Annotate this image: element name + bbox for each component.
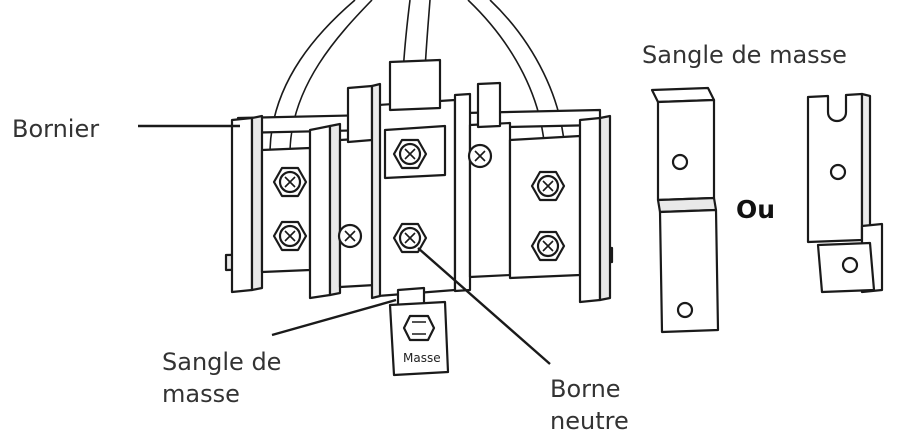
ground-strap-option-b (806, 92, 884, 294)
terminal-block (224, 58, 614, 304)
ground-strap-installed: Masse (388, 286, 450, 377)
or-label: Ou (736, 195, 775, 224)
neutral-terminal-label-line2: neutre (550, 407, 629, 435)
leader-lines (138, 124, 551, 365)
ground-strap-label-line1: Sangle de (162, 348, 281, 376)
screw-right-top (530, 170, 566, 202)
ground-tag-label: Masse (403, 351, 441, 365)
screw-left-center (337, 223, 363, 249)
neutral-terminal-label-line1: Borne (550, 375, 621, 403)
leader-neutral-terminal (417, 247, 551, 365)
screw-right-center (467, 143, 493, 169)
screws (272, 138, 566, 262)
screw-left-top (272, 166, 308, 198)
terminal-block-label: Bornier (12, 115, 99, 143)
ground-strap-title: Sangle de masse (642, 41, 847, 69)
leader-ground-strap (271, 298, 397, 337)
screw-center-top (392, 138, 428, 170)
screw-right-bottom (530, 230, 566, 262)
screw-left-bottom (272, 220, 308, 252)
ground-strap-option-a (650, 86, 720, 334)
screw-neutral (392, 222, 428, 254)
ground-strap-label-line2: masse (162, 380, 240, 408)
